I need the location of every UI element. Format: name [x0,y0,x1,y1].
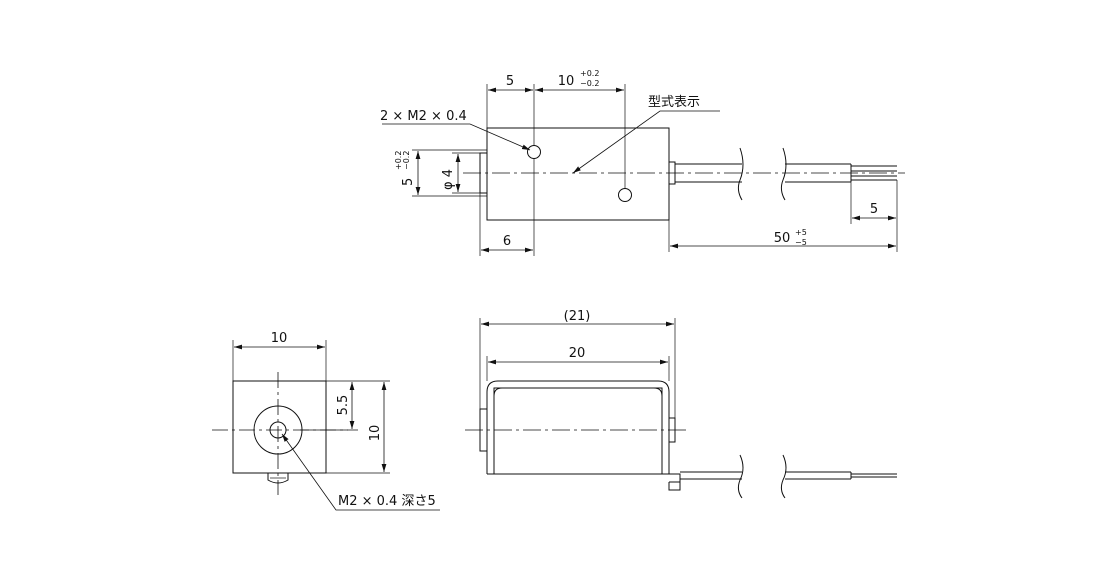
thread-leader [282,434,440,510]
model-marking-label: 型式表示 [648,95,700,110]
screw-leader [382,124,530,150]
bracket-foot [669,482,680,490]
dim-5-vertical-label: 5 [401,178,416,186]
end-body-outline [233,381,326,473]
body-outline [487,128,669,220]
side-view [465,318,897,498]
tol-10-minus: −0.2 [580,79,599,88]
break-line [738,148,743,200]
top-view-labels: 5 10 +0.2 −0.2 型式表示 2 × M2 × 0.4 5 +0.2 … [380,69,878,249]
break-line [781,148,786,200]
tol-10-plus: +0.2 [580,69,599,78]
screw-callout-label: 2 × M2 × 0.4 [380,109,467,124]
dim-6-label: 6 [503,234,511,249]
overall-21-label: (21) [564,309,591,324]
break-line [738,455,743,498]
dim-50-label: 50 [774,231,791,246]
dia-4-label: φ 4 [441,169,456,190]
end-view-labels: 10 10 5.5 M2 × 0.4 深さ5 [271,331,436,509]
dim-5-5-label: 5.5 [336,395,351,416]
model-leader [573,111,720,173]
dim-10-label: 10 [558,74,575,89]
end-view [212,340,440,510]
side-view-labels: (21) 20 [564,309,591,361]
body-20-label: 20 [569,346,586,361]
coil-body [494,388,662,474]
lead-strip-label: 5 [870,202,878,217]
top-view [382,84,905,256]
end-height-label: 10 [368,425,383,442]
thread-callout-label: M2 × 0.4 深さ5 [338,494,436,509]
bracket-outer [487,381,680,482]
break-line [781,455,786,498]
tol-50-minus: −5 [795,238,807,247]
tol-5-minus: −0.2 [402,151,411,170]
bracket-inner [494,388,662,474]
mount-hole-1 [528,146,541,159]
end-width-label: 10 [271,331,288,346]
mount-hole-2 [619,189,632,202]
dim-5-label: 5 [506,74,514,89]
tol-5-plus: +0.2 [394,151,403,170]
tol-50-plus: +5 [795,228,807,237]
